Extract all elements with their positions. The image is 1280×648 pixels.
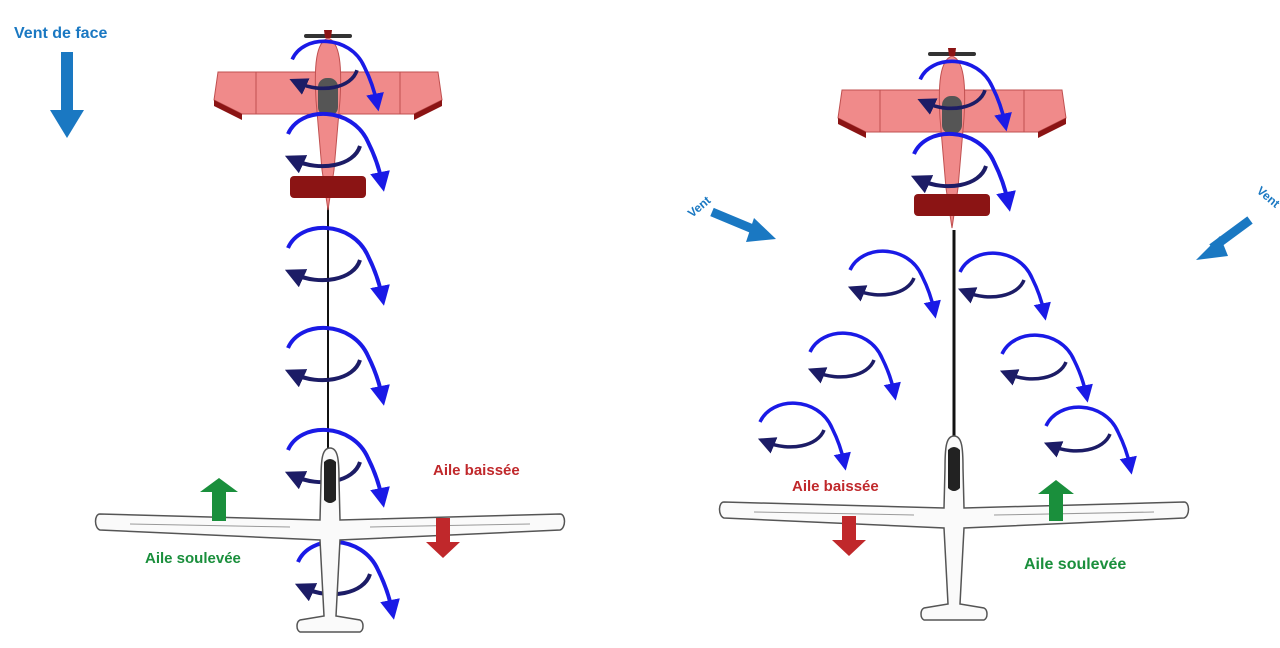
vortex-right-r1 — [960, 253, 1044, 312]
right-raised-wing-label: Aile soulevée — [1024, 556, 1126, 573]
headwind-label: Vent de face — [14, 25, 107, 42]
wind-label-right: Vent — [1254, 184, 1280, 211]
vortex-right-l1 — [850, 251, 934, 310]
wind-label-left: Vent — [685, 193, 713, 220]
left-raised-wing-label: Aile soulevée — [145, 550, 241, 567]
left-lowered-wing-label: Aile baissée — [433, 462, 520, 479]
vortex-left-6 — [298, 542, 392, 610]
raised-arrow-left — [200, 478, 238, 521]
vortex-left-4 — [288, 328, 382, 396]
raised-arrow-right — [1038, 480, 1074, 521]
towplane-left — [213, 29, 443, 211]
vortex-right-l2 — [810, 333, 894, 392]
wind-arrow-right — [1196, 216, 1253, 260]
wind-arrow-left — [710, 207, 776, 242]
vortex-right-l3 — [760, 403, 844, 462]
glider-right — [718, 435, 1190, 621]
vortex-right-r2 — [1002, 335, 1086, 394]
towplane-right — [837, 47, 1067, 229]
vortex-left-3 — [288, 228, 382, 296]
lowered-arrow-right — [832, 516, 866, 556]
lowered-arrow-left — [426, 518, 460, 558]
vortex-right-r3 — [1046, 407, 1130, 466]
headwind-arrow — [50, 52, 84, 138]
right-lowered-wing-label: Aile baissée — [792, 478, 879, 495]
